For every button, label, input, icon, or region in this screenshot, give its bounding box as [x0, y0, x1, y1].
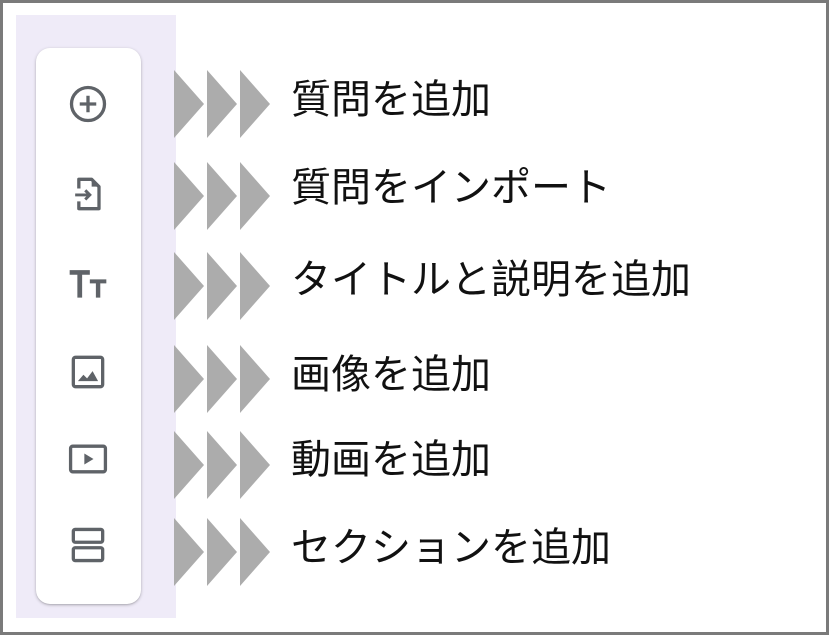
label-add-section: セクションを追加	[291, 525, 611, 571]
image-icon	[71, 355, 105, 389]
pointer-arrows	[174, 250, 274, 322]
import-file-icon	[75, 177, 101, 211]
label-add-video: 動画を追加	[291, 437, 491, 483]
add-title-button[interactable]	[62, 261, 114, 305]
pointer-arrows	[174, 343, 274, 415]
floating-toolbar	[36, 48, 141, 604]
add-image-button[interactable]	[62, 350, 114, 394]
add-question-button[interactable]	[62, 82, 114, 126]
label-add-question: 質問を追加	[291, 77, 491, 123]
add-video-button[interactable]	[62, 437, 114, 481]
pointer-arrows	[174, 429, 274, 501]
label-add-title: タイトルと説明を追加	[291, 257, 691, 303]
label-add-image: 画像を追加	[291, 352, 491, 398]
add-circle-icon	[69, 85, 107, 123]
video-icon	[68, 444, 108, 474]
add-section-button[interactable]	[62, 523, 114, 567]
pointer-arrows	[174, 516, 274, 588]
section-icon	[71, 527, 105, 563]
title-text-icon	[69, 270, 107, 298]
label-import-questions: 質問をインポート	[291, 165, 611, 211]
pointer-arrows	[174, 68, 274, 140]
pointer-arrows	[174, 160, 274, 232]
import-questions-button[interactable]	[62, 172, 114, 216]
